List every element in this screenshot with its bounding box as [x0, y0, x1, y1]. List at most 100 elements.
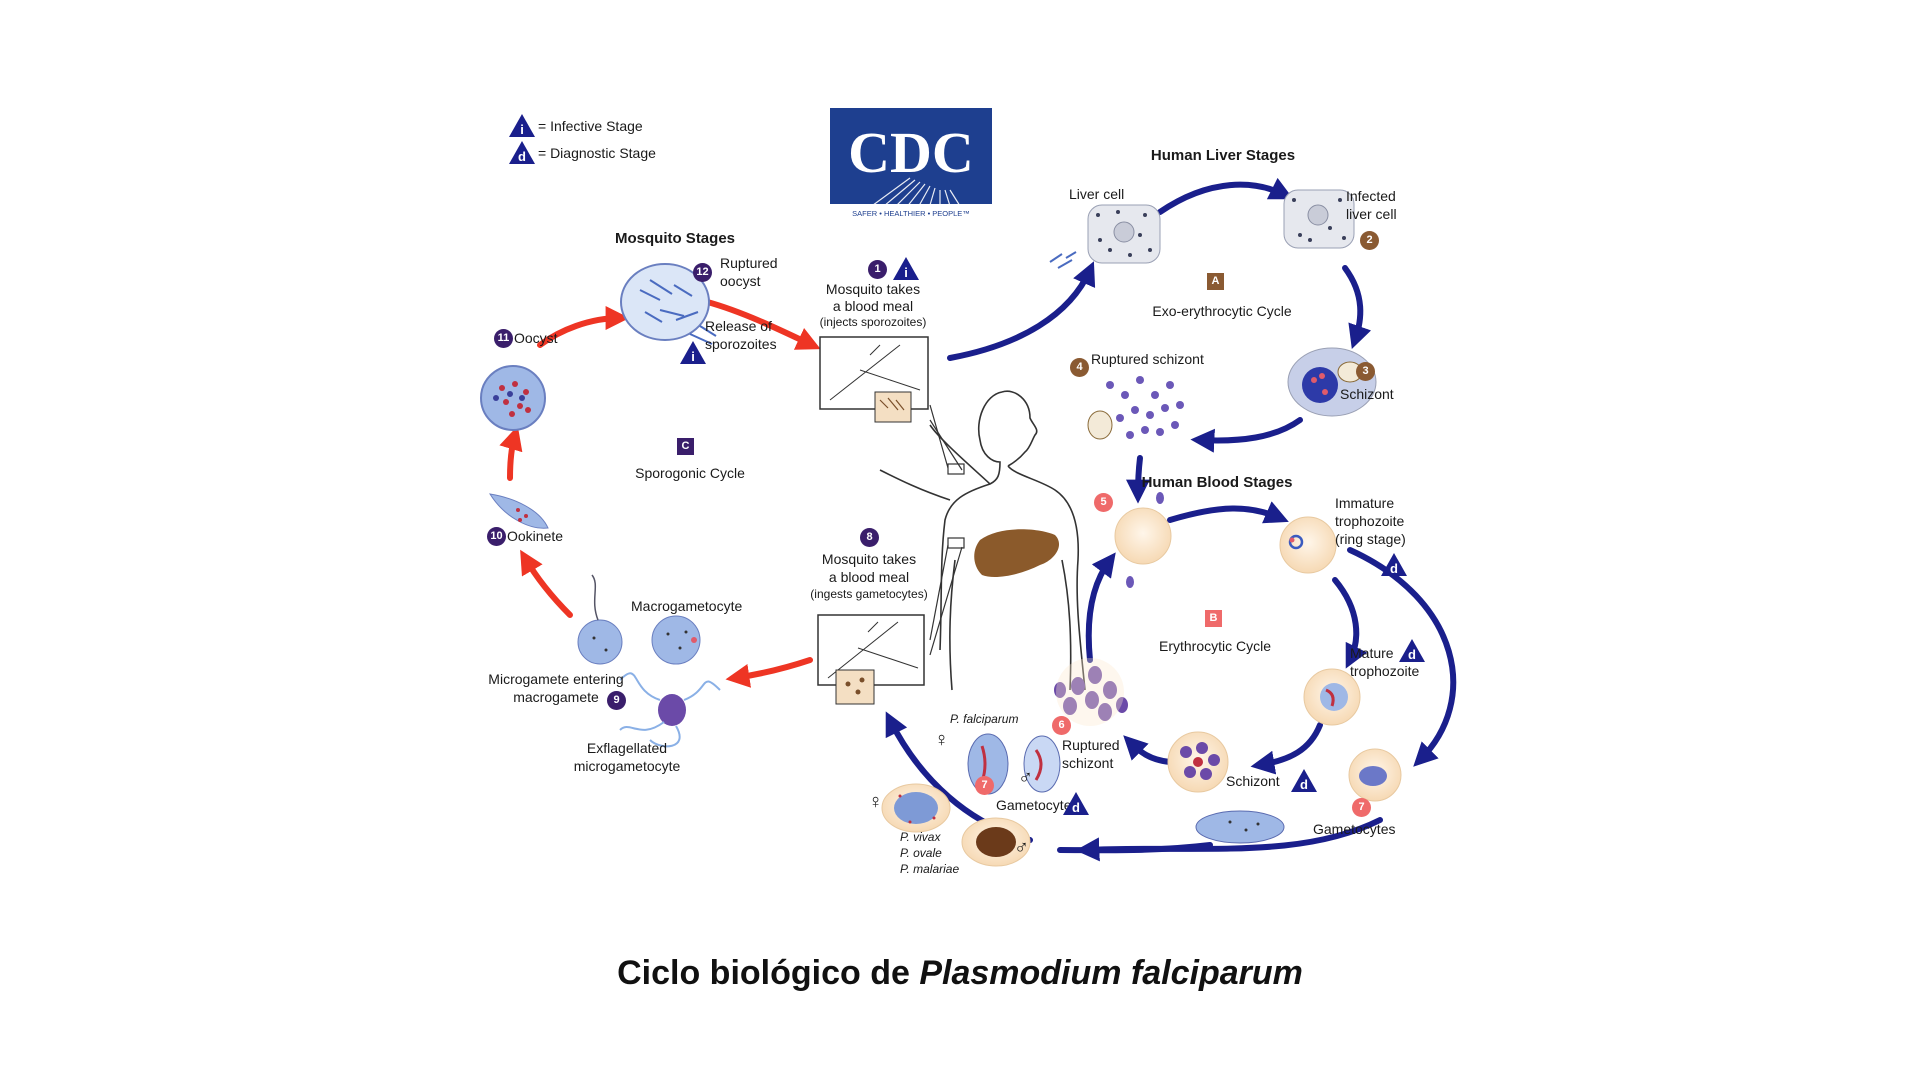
ruptured-blood-schizont-line-1: Ruptured: [1062, 737, 1120, 753]
blood-schizont-rbc: [1167, 731, 1229, 793]
diagnostic-icon-ring: d: [1380, 552, 1408, 577]
svg-text:d: d: [1072, 800, 1080, 815]
svg-text:i: i: [520, 122, 524, 137]
ring-stage-rbc: [1279, 516, 1337, 574]
falciparum-male: [1023, 735, 1061, 793]
step-2-badge: 2: [1360, 231, 1379, 250]
blood-stages-heading: Human Blood Stages: [1141, 474, 1293, 491]
release-line-2: sporozoites: [705, 336, 777, 352]
step-7-badge: 7: [975, 776, 994, 795]
step-3-badge: 3: [1356, 362, 1375, 381]
microgamete-line-1: Microgamete entering: [488, 671, 624, 687]
gametocytes-label: Gametocytes: [996, 797, 1079, 813]
arrow-mosquito-to-gametes: [725, 657, 813, 688]
immature-trophozoite-line-3: (ring stage): [1335, 531, 1406, 547]
arrow-ruptured-to-merozoite-blood: [1085, 552, 1116, 663]
step-6-badge: 6: [1052, 716, 1071, 735]
svg-text:i: i: [904, 265, 908, 280]
skin-box-1: [947, 463, 965, 475]
step-8-line-3: (ingests gametocytes): [810, 587, 928, 601]
arrow-gametes-to-ookinete: [520, 549, 573, 618]
cdc-logo-tagline: SAFER • HEALTHIER • PEOPLE™: [852, 209, 970, 218]
infective-stage-icon: i: [508, 113, 536, 138]
liver-stages-heading: Human Liver Stages: [1150, 147, 1296, 164]
arrow-ruptured-to-mosquito: [697, 297, 821, 350]
cdc-logo: CDC SAFER • HEALTHIER • PEOPLE™: [830, 108, 992, 223]
arrow-to-liver: [947, 261, 1096, 361]
blood-schizont-label: Schizont: [1226, 773, 1280, 789]
ruptured-liver-schizont-drawing: [1087, 376, 1184, 440]
svg-text:d: d: [518, 149, 526, 164]
exo-erythrocytic-cycle-label: Exo-erythrocytic Cycle: [1152, 303, 1292, 319]
infected-liver-cell-drawing: [1283, 189, 1355, 249]
liver-schizont-label: Schizont: [1340, 386, 1394, 402]
ookinete-drawing: [488, 493, 549, 529]
arrow-schizont-to-ruptured: [1190, 417, 1303, 453]
p-falciparum-label: P. falciparum: [950, 712, 1019, 726]
gametocyte-rbc-right: [1348, 748, 1402, 802]
arrow-oocyst-to-ruptured: [537, 306, 630, 348]
diagnostic-stage-icon: d: [508, 140, 536, 165]
step-1-badge: 1: [868, 260, 887, 279]
p-vivax-label: P. vivax: [900, 830, 941, 844]
p-malariae-label: P. malariae: [900, 862, 960, 876]
exflagellated-drawing: [619, 672, 721, 748]
merozoite-rbc: [1114, 492, 1172, 588]
female-symbol-vivax: ♀: [868, 791, 883, 813]
liver-schizont-drawing: [1287, 347, 1377, 417]
infective-icon-step-1: i: [892, 256, 920, 281]
step-1-line-3: (injects sporozoites): [819, 315, 927, 329]
mature-trophozoite-line-1: Mature: [1350, 645, 1394, 661]
infected-liver-cell-line-2: liver cell: [1346, 206, 1397, 222]
step-11-badge: 11: [494, 329, 513, 348]
figure-caption: Ciclo biológico de Plasmodium falciparum: [0, 954, 1920, 993]
arrow-liver-to-infected: [1157, 177, 1294, 215]
male-symbol-vivax: ♂: [1014, 837, 1029, 859]
ruptured-blood-schizont-line-2: schizont: [1062, 755, 1114, 771]
ruptured-oocyst-drawing: [620, 263, 717, 345]
female-symbol-falciparum: ♀: [934, 729, 949, 751]
erythrocytic-cycle-label: Erythrocytic Cycle: [1158, 638, 1272, 654]
vivax-male: [961, 817, 1031, 867]
human-body: [879, 390, 1086, 691]
microgamete-line-2: macrogamete: [513, 689, 599, 705]
svg-text:d: d: [1390, 561, 1398, 576]
p-ovale-label: P. ovale: [900, 846, 942, 860]
caption-species: Plasmodium falciparum: [919, 954, 1303, 992]
microgamete-entering-drawing: [577, 574, 623, 665]
mosquito-box-2: [817, 614, 925, 705]
ruptured-oocyst-line-2: oocyst: [720, 273, 761, 289]
macrogametocyte-label: Macrogametocyte: [631, 598, 743, 614]
arrow-ruptured-to-merozoite: [1126, 455, 1151, 504]
step-1-line-2: a blood meal: [832, 298, 914, 314]
arrow-ring-to-mature: [1332, 577, 1368, 669]
ookinete-label: Ookinete: [507, 528, 564, 544]
exflagellated-line-2: microgametocyte: [573, 758, 681, 774]
gametocyte-banana-bottom: [1195, 810, 1285, 844]
ruptured-liver-schizont-label: Ruptured schizont: [1091, 351, 1204, 367]
cycle-a-badge: A: [1207, 273, 1224, 290]
mature-trophozoite-line-2: trophozoite: [1350, 663, 1420, 679]
arrow-infected-to-schizont: [1342, 265, 1372, 350]
step-4-badge: 4: [1070, 358, 1089, 377]
gametocytes-label-right: Gametocytes: [1313, 821, 1396, 837]
infected-liver-cell-line-1: Infected: [1346, 188, 1396, 204]
step-5-badge: 5: [1094, 493, 1113, 512]
immature-trophozoite-line-1: Immature: [1335, 495, 1395, 511]
liver-cell-drawing: [1049, 204, 1161, 269]
release-line-1: Release of: [705, 318, 772, 334]
legend-infective-label: = Infective Stage: [538, 118, 643, 134]
step-9-badge: 9: [607, 691, 626, 710]
vivax-female: [881, 783, 951, 833]
oocyst-drawing: [480, 365, 546, 431]
arrow-merozoite-to-ring: [1167, 501, 1289, 524]
liver-cell-label: Liver cell: [1069, 186, 1125, 202]
cycle-b-badge: B: [1205, 610, 1222, 627]
exflagellated-line-1: Exflagellated: [586, 740, 668, 756]
macrogametocyte-drawing: [651, 615, 701, 665]
cdc-logo-text: CDC: [848, 120, 974, 185]
liver-organ: [974, 529, 1060, 577]
diagnostic-icon-gametocytes: d: [1062, 791, 1090, 816]
